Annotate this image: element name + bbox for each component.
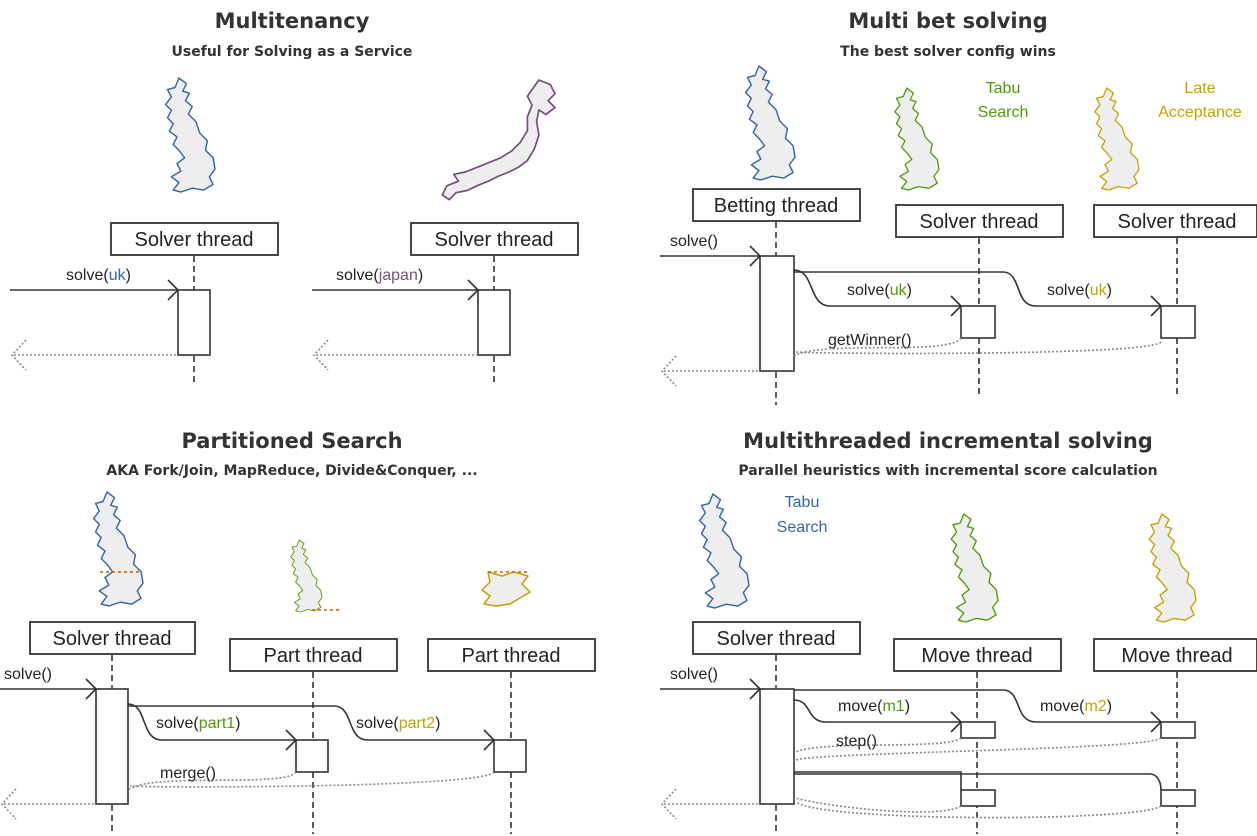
solve-call-label: solve() [670, 666, 718, 683]
panel-subtitle: The best solver config wins [840, 44, 1056, 60]
solver-thread-label: Solver thread [920, 211, 1039, 233]
panel-subtitle: Useful for Solving as a Service [172, 44, 413, 60]
solver-thread-label: Solver thread [135, 229, 254, 251]
betting-thread-box [692, 188, 861, 222]
uk-map-blue-icon [92, 491, 144, 607]
japan-map-icon [441, 79, 556, 201]
move-thread-label: Move thread [921, 645, 1032, 667]
part-thread-label: Part thread [264, 645, 363, 667]
part-thread-label: Part thread [462, 645, 561, 667]
uk-map-yellow-icon [1094, 87, 1140, 191]
message-arrow [794, 771, 962, 790]
solver-thread-label: Solver thread [717, 628, 836, 650]
solver-thread-label: Solver thread [1118, 211, 1237, 233]
activation-bar [1160, 305, 1196, 339]
uk-map-green-icon [950, 513, 999, 623]
activation-bar [960, 721, 996, 739]
activation-bar [493, 739, 527, 773]
solve-call-label: solve(part1) [156, 715, 240, 732]
panel-title: Partitioned Search [181, 429, 402, 453]
uk-map-yellow-icon [1148, 513, 1197, 623]
move-call-label: move(m2) [1040, 698, 1112, 715]
panel-title: Multitenancy [215, 9, 370, 33]
solver-thread-box [692, 621, 861, 655]
betting-thread-label: Betting thread [714, 195, 839, 217]
activation-bar [759, 255, 795, 372]
panel-subtitle: AKA Fork/Join, MapReduce, Divide&Conquer… [106, 463, 477, 479]
activation-bar [960, 305, 996, 339]
solve-call-label: solve(uk) [66, 267, 131, 284]
algorithm-label: Search [978, 104, 1029, 121]
uk-map-green-icon [894, 87, 940, 191]
return-arrow [795, 797, 962, 813]
solver-thread-box [29, 621, 196, 655]
panel-title: Multithreaded incremental solving [743, 429, 1153, 453]
solver-thread-box [410, 222, 579, 256]
algorithm-label: Late [1184, 80, 1215, 97]
get-winner-label: getWinner() [828, 332, 912, 349]
algorithm-label: Tabu [986, 80, 1021, 97]
return-arrow [129, 771, 495, 788]
uk-map-blue-icon [164, 77, 216, 193]
activation-bar [95, 688, 129, 805]
merge-label: merge() [160, 765, 216, 782]
step-label: step() [836, 733, 877, 750]
algorithm-label: Search [777, 519, 828, 536]
activation-bar [960, 789, 996, 807]
activation-bar [177, 289, 211, 356]
solver-thread-box [1093, 204, 1257, 238]
solver-thread-label: Solver thread [53, 628, 172, 650]
solve-call-label: solve(uk) [1047, 282, 1112, 299]
solve-call-label: solve(japan) [336, 267, 423, 284]
activation-bar [1160, 721, 1196, 739]
solver-thread-box [895, 204, 1064, 238]
panel-title: Multi bet solving [848, 9, 1047, 33]
partitioned-panel: Partitioned Search AKA Fork/Join, MapRed… [0, 429, 596, 834]
solve-call-label: solve(uk) [847, 282, 912, 299]
activation-bar [759, 688, 795, 805]
message-arrow [794, 773, 1162, 791]
uk-map-blue-icon [744, 65, 796, 181]
part-thread-box [229, 638, 398, 672]
uk-part-yellow-icon [481, 571, 531, 607]
solve-call-label: solve(part2) [356, 715, 440, 732]
solve-call-label: solve() [670, 233, 718, 250]
panel-subtitle: Parallel heuristics with incremental sco… [738, 463, 1157, 479]
message-arrow [128, 705, 494, 741]
algorithm-label: Tabu [785, 494, 820, 511]
message-arrow [793, 699, 961, 723]
return-arrow [795, 341, 1162, 355]
uk-map-green-icon [290, 539, 323, 613]
algorithm-label: Acceptance [1158, 104, 1242, 121]
multithreaded-panel: Multithreaded incremental solving Parall… [660, 429, 1257, 834]
activation-bar [295, 739, 329, 773]
multibet-panel: Multi bet solving The best solver config… [660, 9, 1257, 405]
part-thread-box [427, 638, 596, 672]
move-call-label: move(m1) [838, 698, 910, 715]
move-thread-label: Move thread [1121, 645, 1232, 667]
move-thread-box [1093, 638, 1257, 672]
move-thread-box [893, 638, 1062, 672]
solver-thread-label: Solver thread [435, 229, 554, 251]
return-arrow [795, 737, 962, 753]
message-arrow [794, 689, 1161, 723]
uk-map-blue-icon [698, 493, 750, 609]
activation-bar [1160, 789, 1196, 807]
return-arrow [795, 737, 1162, 761]
return-arrow [127, 771, 297, 791]
solver-thread-box [110, 222, 279, 256]
return-arrow [795, 801, 1162, 819]
solve-call-label: solve() [4, 666, 52, 683]
activation-bar [477, 289, 511, 356]
message-arrow [794, 271, 1161, 307]
multitenancy-panel: Multitenancy Useful for Solving as a Ser… [10, 9, 579, 386]
